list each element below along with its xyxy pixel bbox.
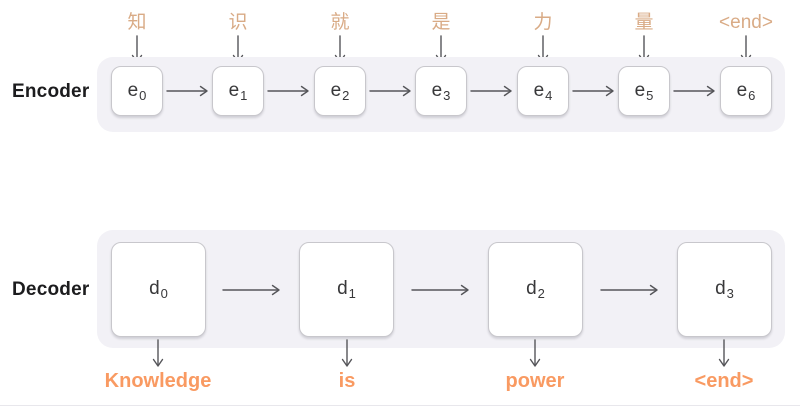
output-token: is [338,370,356,392]
input-token: 量 [634,12,654,33]
right-arrow-icon [673,85,715,97]
right-arrow-icon [222,284,280,296]
decoder-cell: d2 [488,242,583,337]
decoder-label: Decoder [12,279,90,300]
input-token: 就 [330,12,350,33]
input-token: 力 [533,12,553,33]
right-arrow-icon [572,85,614,97]
right-arrow-icon [166,85,208,97]
down-arrow-icon [341,339,353,367]
down-arrow-icon [152,339,164,367]
bottom-divider [0,405,800,406]
down-arrow-icon [718,339,730,367]
input-token: <end> [719,12,773,33]
input-token: 是 [431,12,451,33]
encoder-cell: e1 [212,66,264,116]
encoder-cell: e6 [720,66,772,116]
output-token: power [505,370,565,392]
encoder-label: Encoder [12,81,90,102]
right-arrow-icon [267,85,309,97]
output-token: Knowledge [104,370,212,392]
decoder-cell: d3 [677,242,772,337]
encoder-cell: e5 [618,66,670,116]
input-token: 知 [127,12,147,33]
encoder-cell: e4 [517,66,569,116]
encoder-cell: e0 [111,66,163,116]
right-arrow-icon [600,284,658,296]
decoder-cell: d0 [111,242,206,337]
decoder-track [97,230,785,348]
input-token: 识 [228,12,248,33]
decoder-cell: d1 [299,242,394,337]
down-arrow-icon [529,339,541,367]
encoder-cell: e2 [314,66,366,116]
encoder-cell: e3 [415,66,467,116]
output-token: <end> [694,370,754,392]
right-arrow-icon [369,85,411,97]
right-arrow-icon [411,284,469,296]
right-arrow-icon [470,85,512,97]
